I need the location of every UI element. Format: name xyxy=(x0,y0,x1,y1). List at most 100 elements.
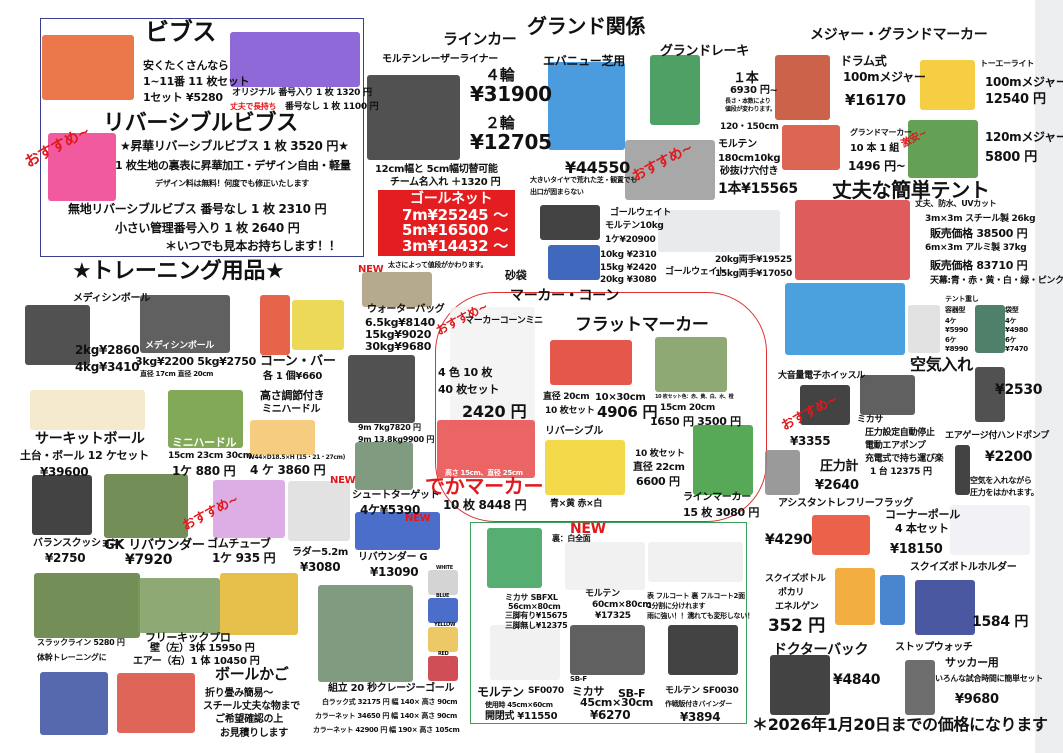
markers-flat-title: フラットマーカー xyxy=(575,315,709,335)
training-medicine-a-0: 2kg¥2860 xyxy=(75,343,140,357)
blue-tent-image xyxy=(785,283,905,355)
air-gauge-price: ¥2640 xyxy=(815,478,859,493)
training-adj-hurdle-1: ミニハードル xyxy=(262,404,321,415)
bibs-image xyxy=(42,35,134,100)
ground-liner-title: ラインカー xyxy=(443,30,517,48)
training-new: NEW xyxy=(358,264,384,275)
training-adj-hurdle-3: 4 ケ 3860 円 xyxy=(250,463,326,477)
boards-sf0030-0: モルテン SF0030 xyxy=(665,686,739,696)
tent-bag-0: 袋型 xyxy=(1005,306,1019,314)
doctor-bag-image xyxy=(770,655,830,715)
bottle2-image xyxy=(880,575,905,625)
tent-lines-0: 丈夫、防水、UVカット xyxy=(915,199,997,208)
tent-container-4: ¥8990 xyxy=(945,345,968,353)
bibs-cheap-0: 安くたくさんなら xyxy=(143,59,229,72)
boards-sf0030-1: 作戦版付きバインダー xyxy=(665,700,732,708)
training-basket-0: ボールかご xyxy=(215,665,289,683)
training-slack-0: スラックライン 5280 円 xyxy=(37,638,125,647)
rope-image xyxy=(348,355,415,423)
boards-sbfxl-1: 56cm×80cm xyxy=(508,602,561,611)
training-new: NEW xyxy=(330,475,356,486)
markers-line-0: ラインマーカー xyxy=(683,492,751,503)
bibs-frame xyxy=(40,18,364,257)
whistle-image xyxy=(800,385,850,425)
stopwatch-title: ストップウォッチ xyxy=(895,642,973,653)
training-goal-colors-0: WHITE xyxy=(436,565,453,571)
balance-cushion-image xyxy=(32,475,92,535)
ball-bag-image xyxy=(117,673,195,733)
doctor-price: ¥4840 xyxy=(833,672,881,688)
markers-mini-title: マーカーコーンミニ xyxy=(465,316,543,326)
markers-line-1: 15 枚 3080 円 xyxy=(683,506,760,519)
tent-lines-5: 天幕:青・赤・黄・白・緑・ピンク・黒 xyxy=(930,276,1063,286)
markers-frame xyxy=(435,292,767,522)
boards-sbf-0: ミカサ xyxy=(572,685,605,698)
rake2-image xyxy=(625,140,715,200)
markers-rev-2: 6600 円 xyxy=(636,475,680,488)
training-medicine-b-1: 直径 17cm 直径 20cm xyxy=(140,370,214,378)
red-tent-image xyxy=(795,200,910,280)
tent-lines-2: 販売価格 38500 円 xyxy=(930,227,1028,240)
goal-blue-image xyxy=(428,598,458,623)
ground-goalweight-lines-1: モルテン10kg xyxy=(605,221,664,231)
reversible-marker-image xyxy=(545,440,625,495)
tent-title: 丈夫な簡単テント xyxy=(832,178,990,202)
measure-m120-0: 120mメジャー xyxy=(985,130,1063,144)
freekick-image xyxy=(138,578,220,633)
boards-molten-0: モルテン xyxy=(585,589,620,599)
boards-molten-notes-1: 2分割に分けれます xyxy=(647,602,706,610)
air-hand-price: ¥2530 xyxy=(995,382,1043,398)
boards-sf0070-1: SF0070 xyxy=(528,686,564,696)
training-goal-3: カラーネット 42900 円 幅 190× 高さ 105cm xyxy=(313,726,460,734)
shoot-target-image xyxy=(355,442,413,490)
ground-rake-lines-4: 120・150cm xyxy=(720,122,779,132)
crazy-goal-image xyxy=(318,585,413,682)
boards-sbf-2: 45cm×30cm xyxy=(580,696,654,709)
page-edge xyxy=(1035,0,1063,753)
boards-sbfxl-2: 三脚有り¥15675 xyxy=(505,611,568,620)
gauge-pump-image xyxy=(955,445,970,495)
tent-weight-container-image xyxy=(908,305,940,353)
board-sbf-image xyxy=(570,625,645,675)
sandbag-image xyxy=(548,245,600,280)
goal-yellow-image xyxy=(428,627,458,652)
ground-two-price: ¥12705 xyxy=(470,130,552,154)
boards-sbfxl-3: 三脚無し¥12375 xyxy=(505,621,568,630)
training-goal-2: カラーネット 34650 円 幅 140× 高さ 90cm xyxy=(315,712,457,720)
markers-rev-colors: 青×黄 赤×白 xyxy=(550,499,603,509)
ground-rake-lines-2: 長さ・本数により xyxy=(725,98,771,105)
markers-mini-2: 2420 円 xyxy=(462,402,527,421)
ground-goalweight-lines-2: 1ケ¥20900 xyxy=(605,235,656,245)
measure-m120-1: 5800 円 xyxy=(985,150,1037,165)
waterbag-image xyxy=(362,272,432,307)
tent-container-1: 4ケ xyxy=(945,317,957,325)
slackline-image xyxy=(34,573,140,638)
air-electric-4: 1 台 12375 円 xyxy=(870,467,932,477)
goal-weight-image xyxy=(540,205,600,240)
training-circuit-1: 土台・ボール 12 ケセット xyxy=(20,449,149,462)
bibs-rev-lines-0: ★昇華リバーシブルビブス 1 枚 3520 円★ xyxy=(120,139,349,153)
training-tube-0: ゴムチューブ xyxy=(207,537,271,550)
tent-lines-3: 6m×3m アルミ製 37kg xyxy=(925,243,1027,253)
boards-sf0070-3: 開閉式 ¥11550 xyxy=(485,711,558,722)
medicine-ball2-image xyxy=(140,295,230,353)
board-sbfxl-image xyxy=(487,528,542,588)
board-sf0070-image xyxy=(490,625,560,680)
measure-toei-1: 100mメジャー xyxy=(985,75,1063,89)
ground-rake-title: グランドレーキ xyxy=(660,44,749,59)
mini-cone-image xyxy=(450,307,535,429)
training-circuit-2: ¥39600 xyxy=(40,465,89,479)
training-ladder-1: ¥3080 xyxy=(300,560,341,574)
boards-frame xyxy=(470,522,747,724)
training-rope-0: 9m 7kg7820 円 xyxy=(358,423,421,432)
ground-liner-notes-1: チーム名入れ ＋1320 円 xyxy=(390,177,501,188)
boards-sbf-label: SB-F xyxy=(570,675,587,683)
ground-two: ２輪 xyxy=(485,114,515,132)
ground-evernew-notes-0: 大きいタイヤで荒れた芝・観置でも xyxy=(530,176,637,184)
ground-goalnet-1: 7m¥25245 ～ xyxy=(402,206,508,224)
tent-bag-1: 4ケ xyxy=(1005,317,1017,325)
ground-goalweight-lines-0: ゴールウェイト xyxy=(610,208,671,218)
line-marker-image xyxy=(367,75,460,160)
training-waterbag-0: ウォーターバッグ xyxy=(367,304,445,315)
measure-drum-2: ¥16170 xyxy=(845,91,906,109)
